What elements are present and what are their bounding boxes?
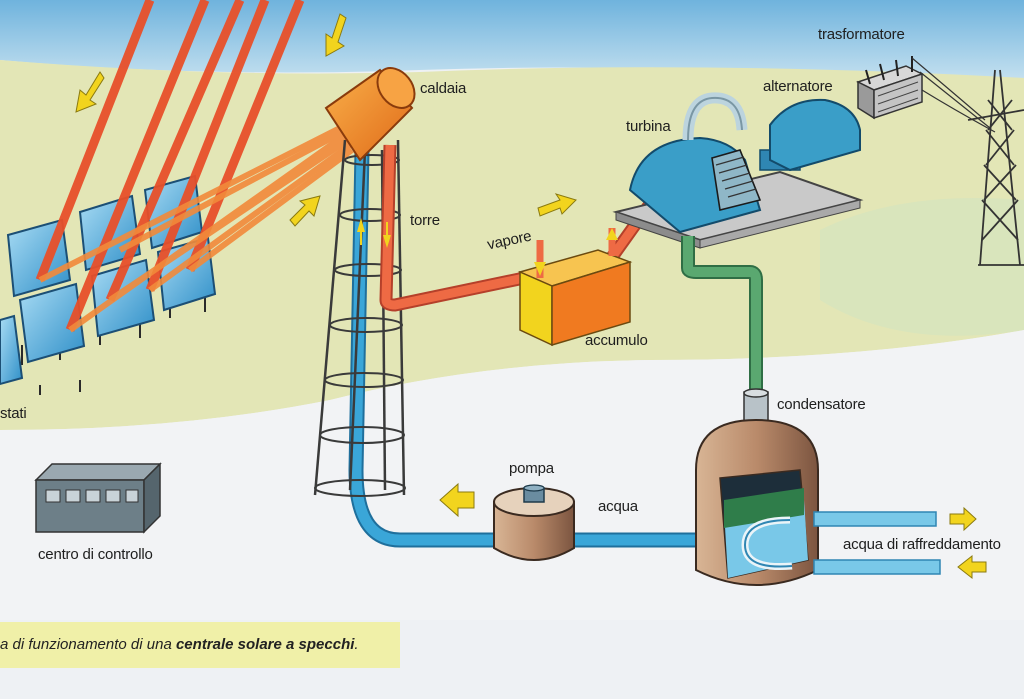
boiler	[324, 67, 416, 162]
inflow-arrow	[957, 554, 987, 580]
control-centre-building	[34, 462, 162, 534]
condensate-pipe	[683, 236, 761, 396]
caption-band	[0, 622, 400, 668]
label-storage: accumulo	[585, 332, 648, 349]
label-tower: torre	[410, 212, 440, 229]
outflow-arrow	[949, 506, 977, 532]
sun-arrows	[75, 13, 347, 227]
caption-prefix: a di funzionamento di una	[0, 636, 176, 653]
power-lines	[911, 57, 996, 133]
label-water: acqua	[598, 498, 638, 515]
arrow	[325, 13, 347, 57]
figure-caption: a di funzionamento di una centrale solar…	[0, 636, 359, 653]
condenser	[695, 388, 819, 586]
storage-tank	[517, 228, 633, 347]
label-control-centre: centro di controllo	[38, 546, 153, 563]
arrow	[75, 71, 105, 113]
label-condenser: condensatore	[777, 396, 866, 413]
pylon	[967, 69, 1024, 266]
label-cooling-water: acqua di raffreddamento	[843, 536, 1001, 553]
pump	[493, 484, 575, 561]
reflected-rays	[38, 125, 354, 333]
label-alternator: alternatore	[763, 78, 833, 95]
water-pipe	[350, 149, 700, 546]
steam-pipe	[381, 144, 664, 310]
water-flow-arrow	[439, 482, 475, 518]
cooling-water-pipes	[813, 506, 987, 580]
steam-arrow	[537, 193, 577, 217]
alternator	[759, 98, 861, 172]
sun-rays	[35, 0, 305, 332]
label-pump: pompa	[509, 460, 554, 477]
distant-hill	[820, 198, 1024, 336]
label-boiler: caldaia	[420, 80, 467, 97]
caption-suffix: .	[354, 636, 359, 653]
label-transformer: trasformatore	[818, 26, 905, 43]
mirror	[18, 282, 86, 364]
transformer	[856, 56, 924, 120]
arrow	[289, 195, 321, 227]
caption-bold: centrale solare a specchi	[175, 636, 355, 653]
label-heliostats: stati	[0, 405, 27, 422]
mirror	[0, 314, 24, 386]
turbine	[628, 92, 762, 234]
label-turbine: turbina	[626, 118, 671, 135]
tower-flow-arrows	[357, 218, 391, 248]
